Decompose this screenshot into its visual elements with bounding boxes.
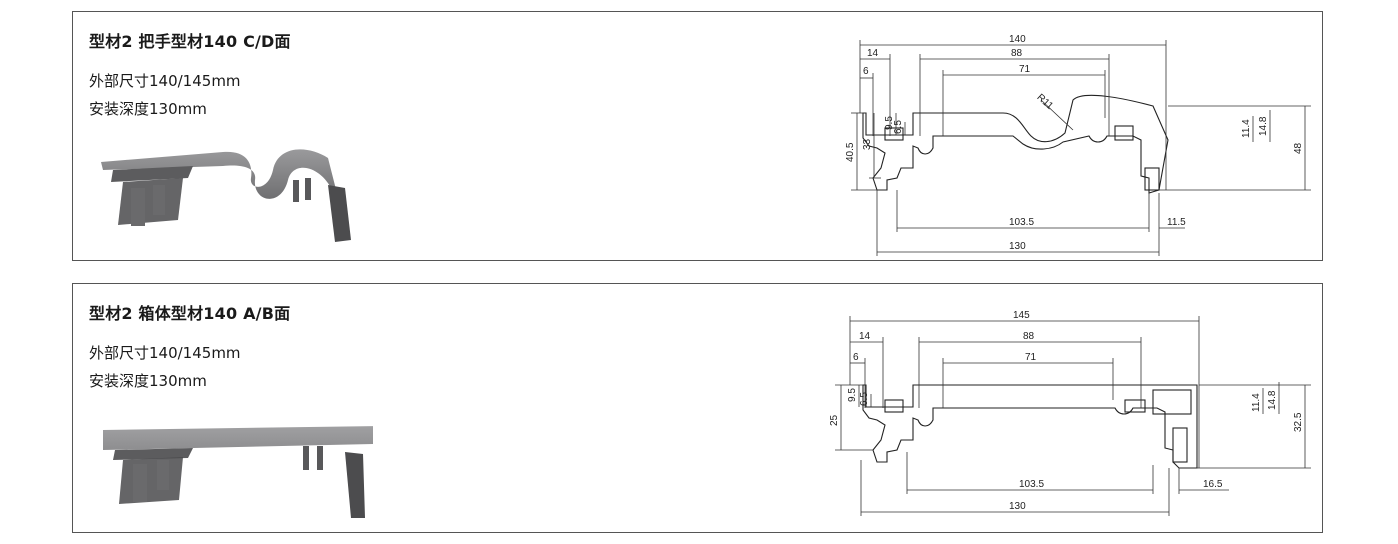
outer-size-spec: 外部尺寸140/145mm — [89, 344, 241, 362]
profile-inner-chamber — [1152, 389, 1192, 415]
profile-clip — [1172, 427, 1188, 463]
outer-size-spec: 外部尺寸140/145mm — [89, 72, 241, 90]
profile-slot-right — [1114, 125, 1134, 141]
dim-6-5: 6.5 — [859, 392, 870, 406]
dim-103-5: 103.5 — [1009, 217, 1034, 228]
dim-33: 33 — [862, 138, 873, 150]
dim-width-top: 140 — [1009, 34, 1026, 45]
dim-32-5: 32.5 — [1293, 412, 1304, 432]
dim-103-5: 103.5 — [1019, 479, 1044, 490]
profile-outline — [862, 94, 1169, 194]
profile-panel-handle: 型材2 把手型材140 C/D面 外部尺寸140/145mm 安装深度130mm… — [72, 11, 1323, 261]
dim-11-4: 11.4 — [1241, 119, 1252, 138]
profile-slot-left — [884, 127, 904, 141]
install-depth-spec: 安装深度130mm — [89, 372, 207, 390]
profile-panel-box: 型材2 箱体型材140 A/B面 外部尺寸140/145mm 安装深度130mm… — [72, 283, 1323, 533]
dim-width-top: 145 — [1013, 310, 1030, 321]
profile-outline — [862, 384, 1198, 469]
handle-profile-photo — [101, 149, 351, 242]
dim-14: 14 — [859, 331, 871, 342]
box-profile-drawing: 145 88 71 14 6 25 9.5 6.5 32.5 11.4 14.8 — [829, 310, 1311, 516]
profile-slot-right — [1124, 399, 1146, 413]
dim-88: 88 — [1011, 48, 1023, 59]
dim-14-8: 14.8 — [1267, 390, 1278, 410]
dim-16-5: 16.5 — [1203, 479, 1223, 490]
dim-6-5: 6.5 — [893, 120, 904, 134]
dim-11-5: 11.5 — [1167, 217, 1186, 228]
dim-48: 48 — [1293, 142, 1304, 154]
dim-71: 71 — [1025, 352, 1037, 363]
install-depth-spec: 安装深度130mm — [89, 100, 207, 118]
dim-71: 71 — [1019, 64, 1031, 75]
handle-profile-drawing: 140 88 71 14 6 R11 40.5 33 9.5 6.5 4 — [845, 34, 1311, 256]
profile-clip — [1144, 167, 1160, 191]
dim-130: 130 — [1009, 501, 1026, 512]
panel-title: 型材2 把手型材140 C/D面 — [89, 32, 291, 51]
dim-6: 6 — [863, 66, 869, 77]
dim-130: 130 — [1009, 241, 1026, 252]
dim-6: 6 — [853, 352, 859, 363]
box-profile-photo — [103, 426, 373, 520]
dim-9-5: 9.5 — [847, 388, 858, 402]
profile-slot-left — [884, 399, 904, 413]
dim-9-5: 9.5 — [884, 116, 895, 130]
dim-11-4: 11.4 — [1251, 393, 1262, 412]
panel-title: 型材2 箱体型材140 A/B面 — [89, 304, 291, 323]
dim-88: 88 — [1023, 331, 1035, 342]
dim-radius: R11 — [1035, 92, 1056, 112]
dim-14-8: 14.8 — [1258, 116, 1269, 136]
dim-25: 25 — [829, 414, 840, 426]
dim-14: 14 — [867, 48, 879, 59]
dim-40-5: 40.5 — [845, 142, 856, 162]
